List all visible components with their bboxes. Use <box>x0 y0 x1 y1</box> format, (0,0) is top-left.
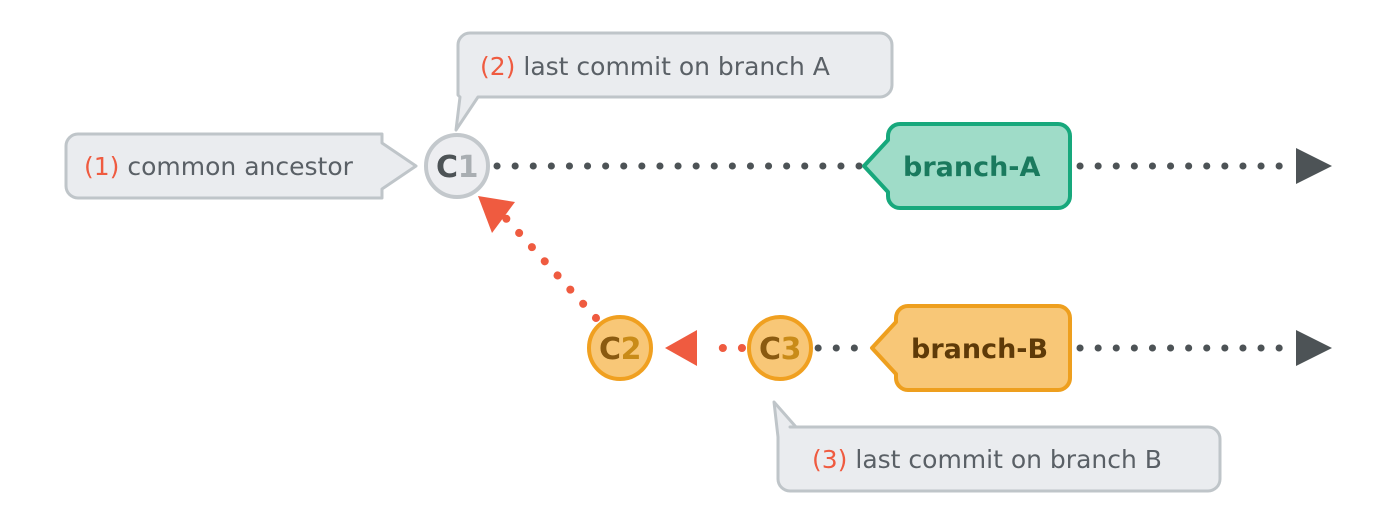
branch-b-tag-shape <box>870 304 1072 392</box>
branch-a-tag-label: branch-A <box>903 152 1041 183</box>
c2-prefix: C <box>599 332 621 367</box>
c3-circle <box>747 315 813 381</box>
c1-number: 1 <box>458 150 478 185</box>
callout-1-text: (1) common ancestor <box>84 152 354 181</box>
commit-node-c1[interactable]: C1 <box>424 133 490 199</box>
callout-common-ancestor: (1) common ancestor <box>64 132 418 200</box>
c2-label: C2 <box>599 332 641 367</box>
commit-node-c2[interactable]: C2 <box>587 315 653 381</box>
arrow-up-left-icon-c2-to-c1 <box>478 196 515 233</box>
callout-3-bubble <box>772 400 1222 493</box>
c2-circle <box>587 315 653 381</box>
callout-3-text: (3) last commit on branch B <box>812 445 1162 474</box>
callout-1-bubble <box>64 132 418 200</box>
callout-2-text: (2) last commit on branch A <box>480 52 830 81</box>
branch-b-tag-label: branch-B <box>911 334 1048 365</box>
callout-2-bubble <box>454 31 894 132</box>
callout-last-commit-branch-b: (3) last commit on branch B <box>772 400 1222 493</box>
arrow-left-icon-c3-to-c2 <box>665 330 697 366</box>
c1-label: C1 <box>436 150 478 185</box>
c1-prefix: C <box>436 150 458 185</box>
c2-number: 2 <box>621 332 641 367</box>
callout-1-number: (1) <box>84 152 119 181</box>
branch-tag-branch-a[interactable]: branch-A <box>862 122 1072 210</box>
branch-tag-branch-b[interactable]: branch-B <box>870 304 1072 392</box>
c3-prefix: C <box>759 332 781 367</box>
callout-2-label: last commit on branch A <box>515 52 829 81</box>
commit-node-c3[interactable]: C3 <box>747 315 813 381</box>
arrow-right-icon-branch-a <box>1296 148 1332 184</box>
callout-3-number: (3) <box>812 445 847 474</box>
callout-3-label: last commit on branch B <box>847 445 1162 474</box>
callout-2-number: (2) <box>480 52 515 81</box>
c1-circle <box>424 133 490 199</box>
link-c2-to-c1-dots <box>498 210 600 322</box>
branch-a-tag-shape <box>862 122 1072 210</box>
callout-1-label: common ancestor <box>119 152 353 181</box>
callout-last-commit-branch-a: (2) last commit on branch A <box>454 31 894 132</box>
arrow-right-icon-branch-b <box>1296 330 1332 366</box>
c3-number: 3 <box>781 332 801 367</box>
c3-label: C3 <box>759 332 801 367</box>
